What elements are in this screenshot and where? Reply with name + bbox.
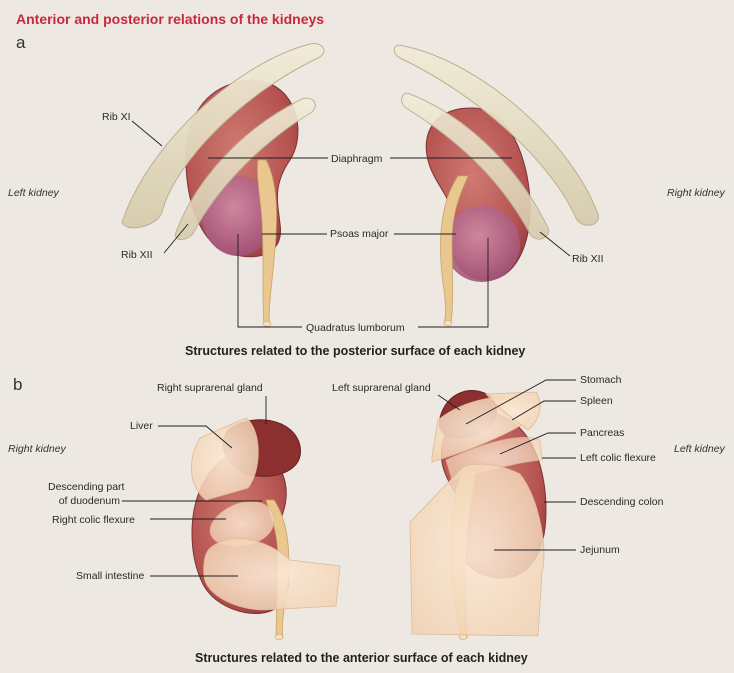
- label-left-colic-flexure: Left colic flexure: [580, 452, 656, 464]
- left-rib-xi-shape: [121, 42, 325, 229]
- right-ureter-end: [443, 320, 453, 326]
- b-duodenum-shape: [209, 500, 275, 547]
- label-jejunum: Jejunum: [580, 544, 620, 556]
- panel-a-side-right: Right kidney: [667, 187, 725, 199]
- leader-quadratus-left: [237, 234, 302, 328]
- panel-a-letter: a: [16, 33, 26, 52]
- panel-b-caption: Structures related to the anterior surfa…: [195, 651, 528, 665]
- panel-a-caption: Structures related to the posterior surf…: [185, 344, 526, 358]
- label-right-colic-flexure: Right colic flexure: [52, 514, 135, 526]
- label-duodenum-line-2: of duodenum: [58, 495, 120, 507]
- leader-liver: [158, 425, 233, 449]
- label-psoas-major: Psoas major: [330, 228, 389, 240]
- b-liver-shape: [191, 417, 259, 501]
- b-right-ureter-end: [274, 634, 284, 640]
- panel-a-left-kidney: [121, 42, 325, 327]
- panel-a-side-left: Left kidney: [8, 187, 59, 199]
- right-rib-xii-shape: [401, 92, 550, 240]
- label-rib-xi: Rib XI: [102, 111, 131, 123]
- leader-rib-xii-left: [163, 223, 189, 254]
- panel-a-right-kidney: [393, 44, 599, 326]
- label-right-suprarenal-gland: Right suprarenal gland: [157, 382, 263, 394]
- left-ureter-end: [262, 321, 272, 327]
- figure-title: Anterior and posterior relations of the …: [16, 11, 325, 27]
- panel-b-left-kidney: [409, 390, 547, 640]
- label-rib-xii-left: Rib XII: [121, 249, 153, 261]
- label-duodenum-line-1: Descending part: [48, 481, 125, 493]
- panel-b-side-right: Left kidney: [674, 443, 725, 455]
- leader-stomach: [465, 379, 576, 425]
- leader-left-suprarenal: [437, 394, 461, 411]
- label-stomach: Stomach: [580, 374, 622, 386]
- label-small-intestine: Small intestine: [76, 570, 145, 582]
- leader-rib-xii-right: [539, 231, 571, 257]
- label-spleen: Spleen: [580, 395, 613, 407]
- leader-lines: [122, 120, 576, 577]
- b-small-intestine-shape: [203, 538, 341, 611]
- label-quadratus-lumborum: Quadratus lumborum: [306, 322, 405, 334]
- label-descending-colon: Descending colon: [580, 496, 664, 508]
- leader-rib-xi: [131, 120, 163, 147]
- label-diaphragm: Diaphragm: [331, 153, 383, 165]
- panel-b-side-left: Right kidney: [8, 443, 66, 455]
- right-rib-xi-shape: [393, 44, 599, 226]
- leader-quadratus-right: [418, 238, 489, 328]
- label-liver: Liver: [130, 420, 153, 432]
- panel-b-right-kidney: [191, 417, 341, 640]
- right-psoas-shape: [444, 206, 520, 282]
- label-pancreas: Pancreas: [580, 427, 625, 439]
- label-rib-xii-right: Rib XII: [572, 253, 604, 265]
- b-jejunum-shape: [409, 463, 545, 637]
- leader-spleen: [511, 400, 576, 421]
- panel-b-letter: b: [13, 375, 23, 394]
- left-rib-xii-shape: [174, 97, 316, 240]
- left-psoas-shape: [202, 176, 274, 256]
- leader-pancreas: [499, 432, 576, 455]
- label-left-suprarenal-gland: Left suprarenal gland: [332, 382, 431, 394]
